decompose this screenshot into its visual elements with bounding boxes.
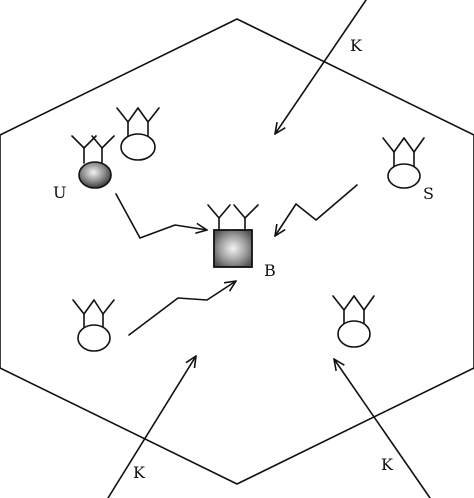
terminal-antenna-icon — [72, 299, 115, 331]
interference-label-bottom-right: K — [381, 455, 394, 474]
user-terminal: U — [53, 135, 115, 202]
base-station-label: B — [264, 261, 276, 280]
uplink-arrow-from-source — [274, 184, 358, 237]
source-terminal: S — [382, 137, 434, 203]
uplink-arrow-from-lower-left — [128, 280, 237, 336]
terminal-icon — [337, 320, 371, 348]
user-label: U — [53, 183, 66, 202]
hexagon-cell-boundary — [0, 18, 474, 485]
base-antenna-left-icon — [207, 204, 231, 233]
terminal-antenna-icon — [116, 107, 160, 138]
source-label: S — [423, 184, 434, 203]
uplink-arrow-from-user — [115, 193, 208, 239]
terminal-lower-left — [72, 299, 115, 352]
interference-arrow-bottom-right — [333, 358, 431, 498]
terminal-lower-right — [332, 295, 375, 348]
terminal-antenna-icon — [332, 295, 375, 326]
user-terminal-icon — [78, 161, 112, 189]
base-antenna-right-icon — [233, 204, 259, 233]
terminal-top-left — [116, 107, 160, 161]
interference-arrow-top — [274, 0, 367, 135]
base-station-icon — [213, 229, 253, 268]
source-antenna-icon — [382, 137, 425, 169]
interference-label-bottom-left: K — [133, 463, 146, 482]
interference-arrow-bottom-left — [107, 355, 197, 498]
interference-label-top: K — [350, 36, 363, 55]
base-station: B — [207, 204, 276, 280]
source-terminal-icon — [387, 163, 421, 189]
terminal-icon — [120, 133, 156, 161]
user-antenna-icon — [71, 135, 115, 164]
terminal-icon — [77, 324, 111, 352]
